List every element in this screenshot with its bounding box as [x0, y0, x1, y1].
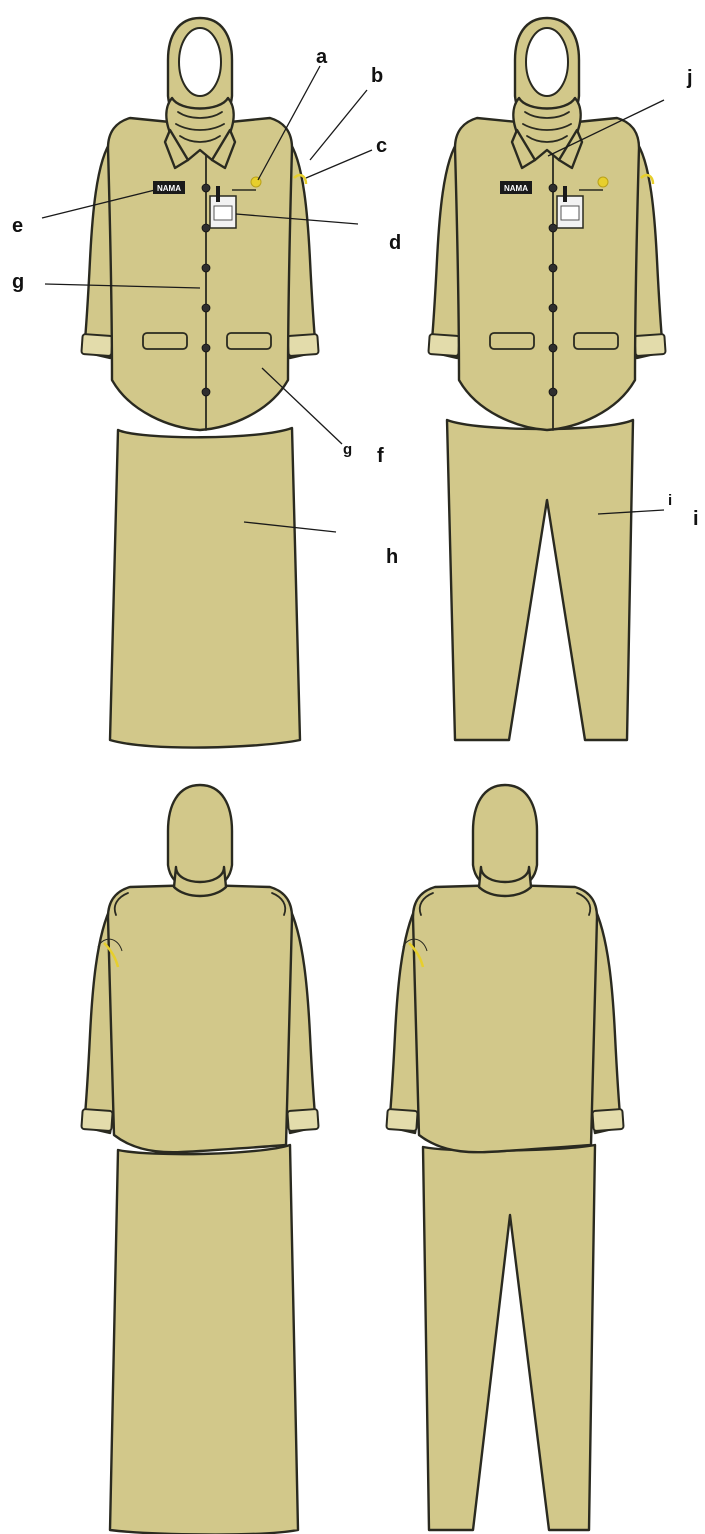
nametag-text: NAMA — [504, 184, 528, 193]
label-i-2: i — [693, 508, 699, 530]
label-d: d — [389, 232, 401, 254]
trousers-front — [447, 420, 633, 740]
label-g-1: g — [12, 271, 24, 293]
label-f: f — [377, 445, 384, 467]
label-b: b — [371, 65, 383, 87]
figure-back-skirt — [81, 785, 318, 1534]
trousers-back — [423, 1145, 595, 1530]
figure-back-trousers — [386, 785, 623, 1530]
label-a: a — [316, 46, 328, 68]
skirt-back — [110, 1145, 298, 1534]
label-i-1: i — [668, 492, 672, 509]
label-j: j — [686, 67, 693, 89]
label-g-2: g — [343, 441, 352, 458]
label-h: h — [386, 546, 398, 568]
label-c: c — [376, 135, 387, 157]
label-e: e — [12, 215, 23, 237]
skirt-front — [110, 428, 300, 748]
figure-front-skirt: NAMA — [81, 18, 318, 748]
nametag-text: NAMA — [157, 184, 181, 193]
figure-front-trousers: NAMA — [428, 18, 665, 740]
